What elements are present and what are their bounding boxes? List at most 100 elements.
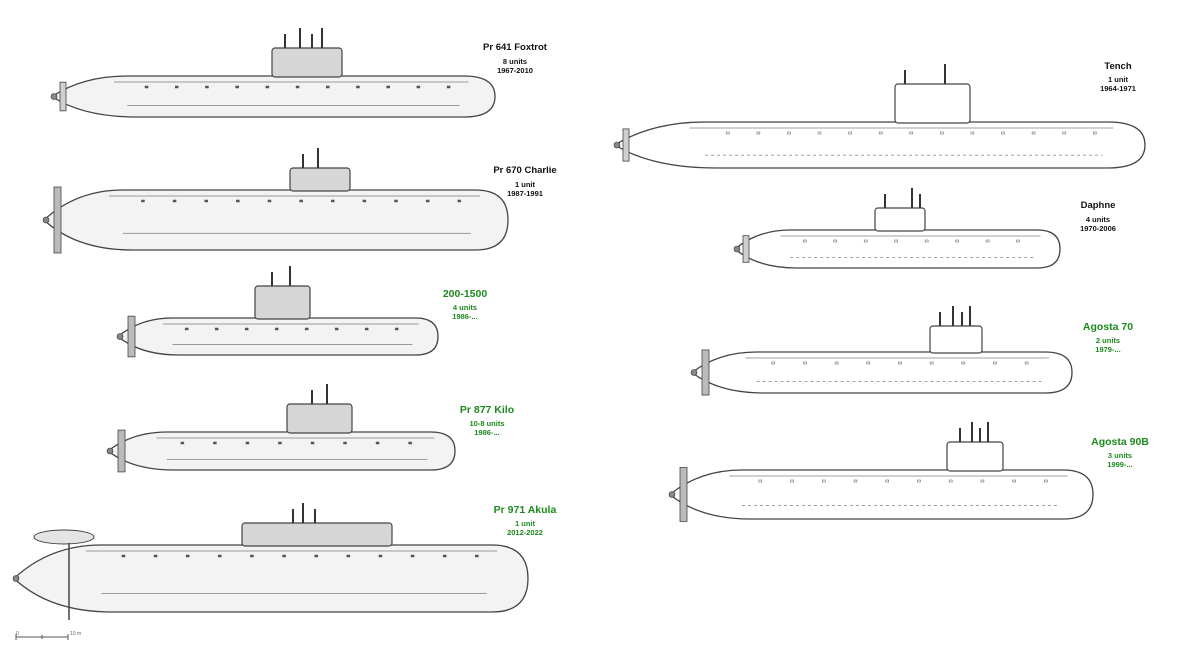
hull-detail <box>948 479 953 483</box>
agosta-70-drawing <box>690 306 1073 396</box>
service-years: 1986-... <box>452 311 478 321</box>
submarine-name: Pr 971 Akula <box>493 504 557 516</box>
hull-detail <box>416 85 421 89</box>
hull-detail <box>278 441 282 445</box>
rudder <box>742 235 750 263</box>
hull-detail <box>394 327 399 331</box>
scale-end: 10 m <box>70 631 82 637</box>
rudder <box>622 128 630 162</box>
hull-detail <box>214 327 219 331</box>
submarine-name: Pr 670 Charlie <box>493 165 557 176</box>
propeller <box>116 333 124 340</box>
hull-detail <box>356 85 360 89</box>
foxtrot-drawing <box>50 28 496 118</box>
unit-count: 4 units <box>452 303 478 313</box>
hull-detail <box>457 199 462 203</box>
hull-detail <box>985 239 990 243</box>
sub-200-1500-drawing <box>116 266 439 358</box>
conning-tower <box>874 207 926 232</box>
unit-count: 8 units <box>502 56 528 66</box>
unit-count: 10-8 units <box>469 419 505 429</box>
label-200-1500: 200-1500 4 units 1986-... <box>420 288 510 321</box>
hull-detail <box>924 239 929 243</box>
hull-detail <box>144 85 149 89</box>
propeller <box>12 575 20 582</box>
hull-detail <box>375 441 380 445</box>
submarine-name: Tench <box>1104 61 1132 72</box>
unit-count: 1 unit <box>1108 74 1128 84</box>
hull-outline <box>613 121 1146 169</box>
hull-detail <box>866 361 871 365</box>
submarine-name: 200-1500 <box>442 288 488 300</box>
hull-detail <box>446 85 451 89</box>
hull-detail <box>204 199 208 203</box>
rudder <box>53 186 62 254</box>
hull-detail <box>274 327 279 331</box>
charlie-drawing <box>42 148 509 254</box>
hull-detail <box>803 361 807 365</box>
hull-detail <box>267 199 272 203</box>
hull-outline <box>106 431 456 471</box>
hull-detail <box>853 479 858 483</box>
propeller <box>50 93 58 100</box>
hull-detail <box>153 554 158 558</box>
hull-detail <box>442 554 447 558</box>
conning-tower <box>254 285 311 320</box>
service-years: 1964-1971 <box>1100 83 1136 93</box>
propeller <box>106 447 114 455</box>
hull-detail <box>174 85 179 89</box>
hull-detail <box>980 479 985 483</box>
hull-outline <box>690 351 1073 394</box>
unit-count: 4 units <box>1085 214 1111 224</box>
conning-tower <box>946 441 1004 472</box>
service-years: 1970-2006 <box>1080 223 1116 233</box>
hull-detail <box>235 85 239 89</box>
conning-tower <box>289 167 351 192</box>
propeller <box>690 369 698 376</box>
submarine-name: Agosta 70 <box>1082 321 1134 333</box>
hull-detail <box>929 361 934 365</box>
hull-outline <box>13 544 529 613</box>
scale-start: 0 <box>16 631 19 637</box>
hull-detail <box>878 131 883 135</box>
submarine-name: Pr 877 Kilo <box>459 404 515 416</box>
service-years: 1967-2010 <box>497 65 533 75</box>
conning-tower <box>929 325 983 354</box>
towed-array-pod <box>33 529 95 545</box>
daphne-drawing <box>733 188 1061 269</box>
label-daphne: Daphne 4 units 1970-2006 <box>1058 200 1138 233</box>
submarine-name: Daphne <box>1080 200 1116 211</box>
hull-detail <box>822 479 826 483</box>
hull-detail <box>894 239 898 243</box>
akula-drawing <box>12 503 529 620</box>
hull-detail <box>180 441 185 445</box>
conning-tower <box>271 47 343 78</box>
hull-detail <box>1001 131 1005 135</box>
service-years: 2012-2022 <box>507 527 543 537</box>
hull-detail <box>425 199 430 203</box>
hull-detail <box>787 131 791 135</box>
hull-detail <box>1031 131 1036 135</box>
hull-detail <box>218 554 222 558</box>
unit-count: 2 units <box>1095 336 1121 346</box>
hull-detail <box>961 361 966 365</box>
hull-detail <box>245 441 250 445</box>
unit-count: 1 unit <box>515 519 535 529</box>
hull-detail <box>184 327 189 331</box>
hull-detail <box>314 554 318 558</box>
propeller <box>613 141 621 149</box>
hull-detail <box>310 441 315 445</box>
hull-detail <box>970 131 975 135</box>
submarine-name: Pr 641 Foxtrot <box>483 42 547 53</box>
service-years: 1986-... <box>474 427 500 437</box>
hull-detail <box>1012 479 1016 483</box>
service-years: 1979-... <box>1095 344 1121 354</box>
hull-detail <box>378 554 383 558</box>
hull-detail <box>955 239 959 243</box>
rudder <box>117 429 126 473</box>
hull-detail <box>475 554 479 558</box>
hull-detail <box>863 239 868 243</box>
hull-detail <box>758 479 763 483</box>
tench-drawing <box>613 64 1146 169</box>
conning-tower <box>286 403 353 434</box>
